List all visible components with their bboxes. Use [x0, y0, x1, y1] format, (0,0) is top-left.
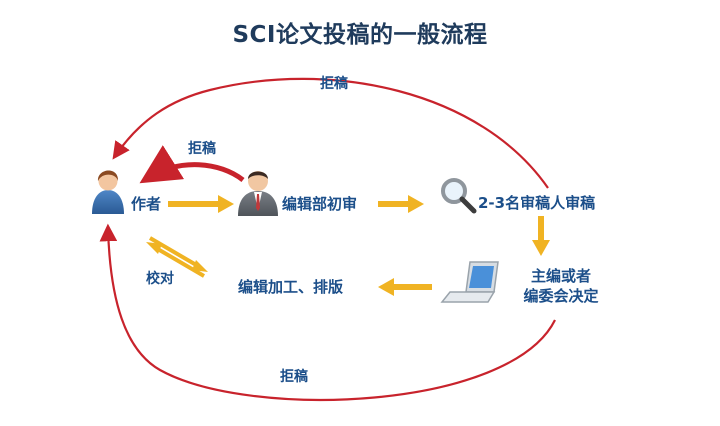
node-editorial-review: 编辑部初审	[282, 195, 358, 213]
page-title: SCI论文投稿的一般流程	[232, 22, 488, 48]
arrow-decision-to-editing	[378, 278, 432, 296]
laptop-icon	[440, 261, 499, 303]
node-decision-line1: 主编或者	[530, 267, 591, 285]
reject-top-arc	[112, 77, 549, 189]
reject-editor-arc	[139, 145, 245, 184]
node-decision-line2: 编委会决定	[523, 287, 599, 305]
person-female-icon	[92, 170, 124, 214]
arrow-author-to-editorial	[168, 195, 234, 213]
label-reject-top: 拒稿	[320, 76, 348, 92]
reject-bottom-arc	[99, 223, 556, 401]
magnifier-icon	[441, 178, 477, 214]
label-reject-bottom: 拒稿	[280, 369, 308, 385]
arrow-review-to-decision	[532, 216, 550, 256]
node-decision: 主编或者 编委会决定	[508, 266, 614, 306]
node-author: 作者	[131, 195, 162, 213]
person-male-icon	[238, 171, 278, 216]
node-peer-review: 2-3名审稿人审稿	[478, 194, 596, 212]
label-reject-editor: 拒稿	[188, 141, 216, 157]
label-proofread: 校对	[146, 271, 174, 287]
arrow-editorial-to-review	[378, 195, 424, 213]
arrow-proofread-exchange	[146, 236, 208, 278]
node-editing: 编辑加工、排版	[238, 278, 344, 296]
